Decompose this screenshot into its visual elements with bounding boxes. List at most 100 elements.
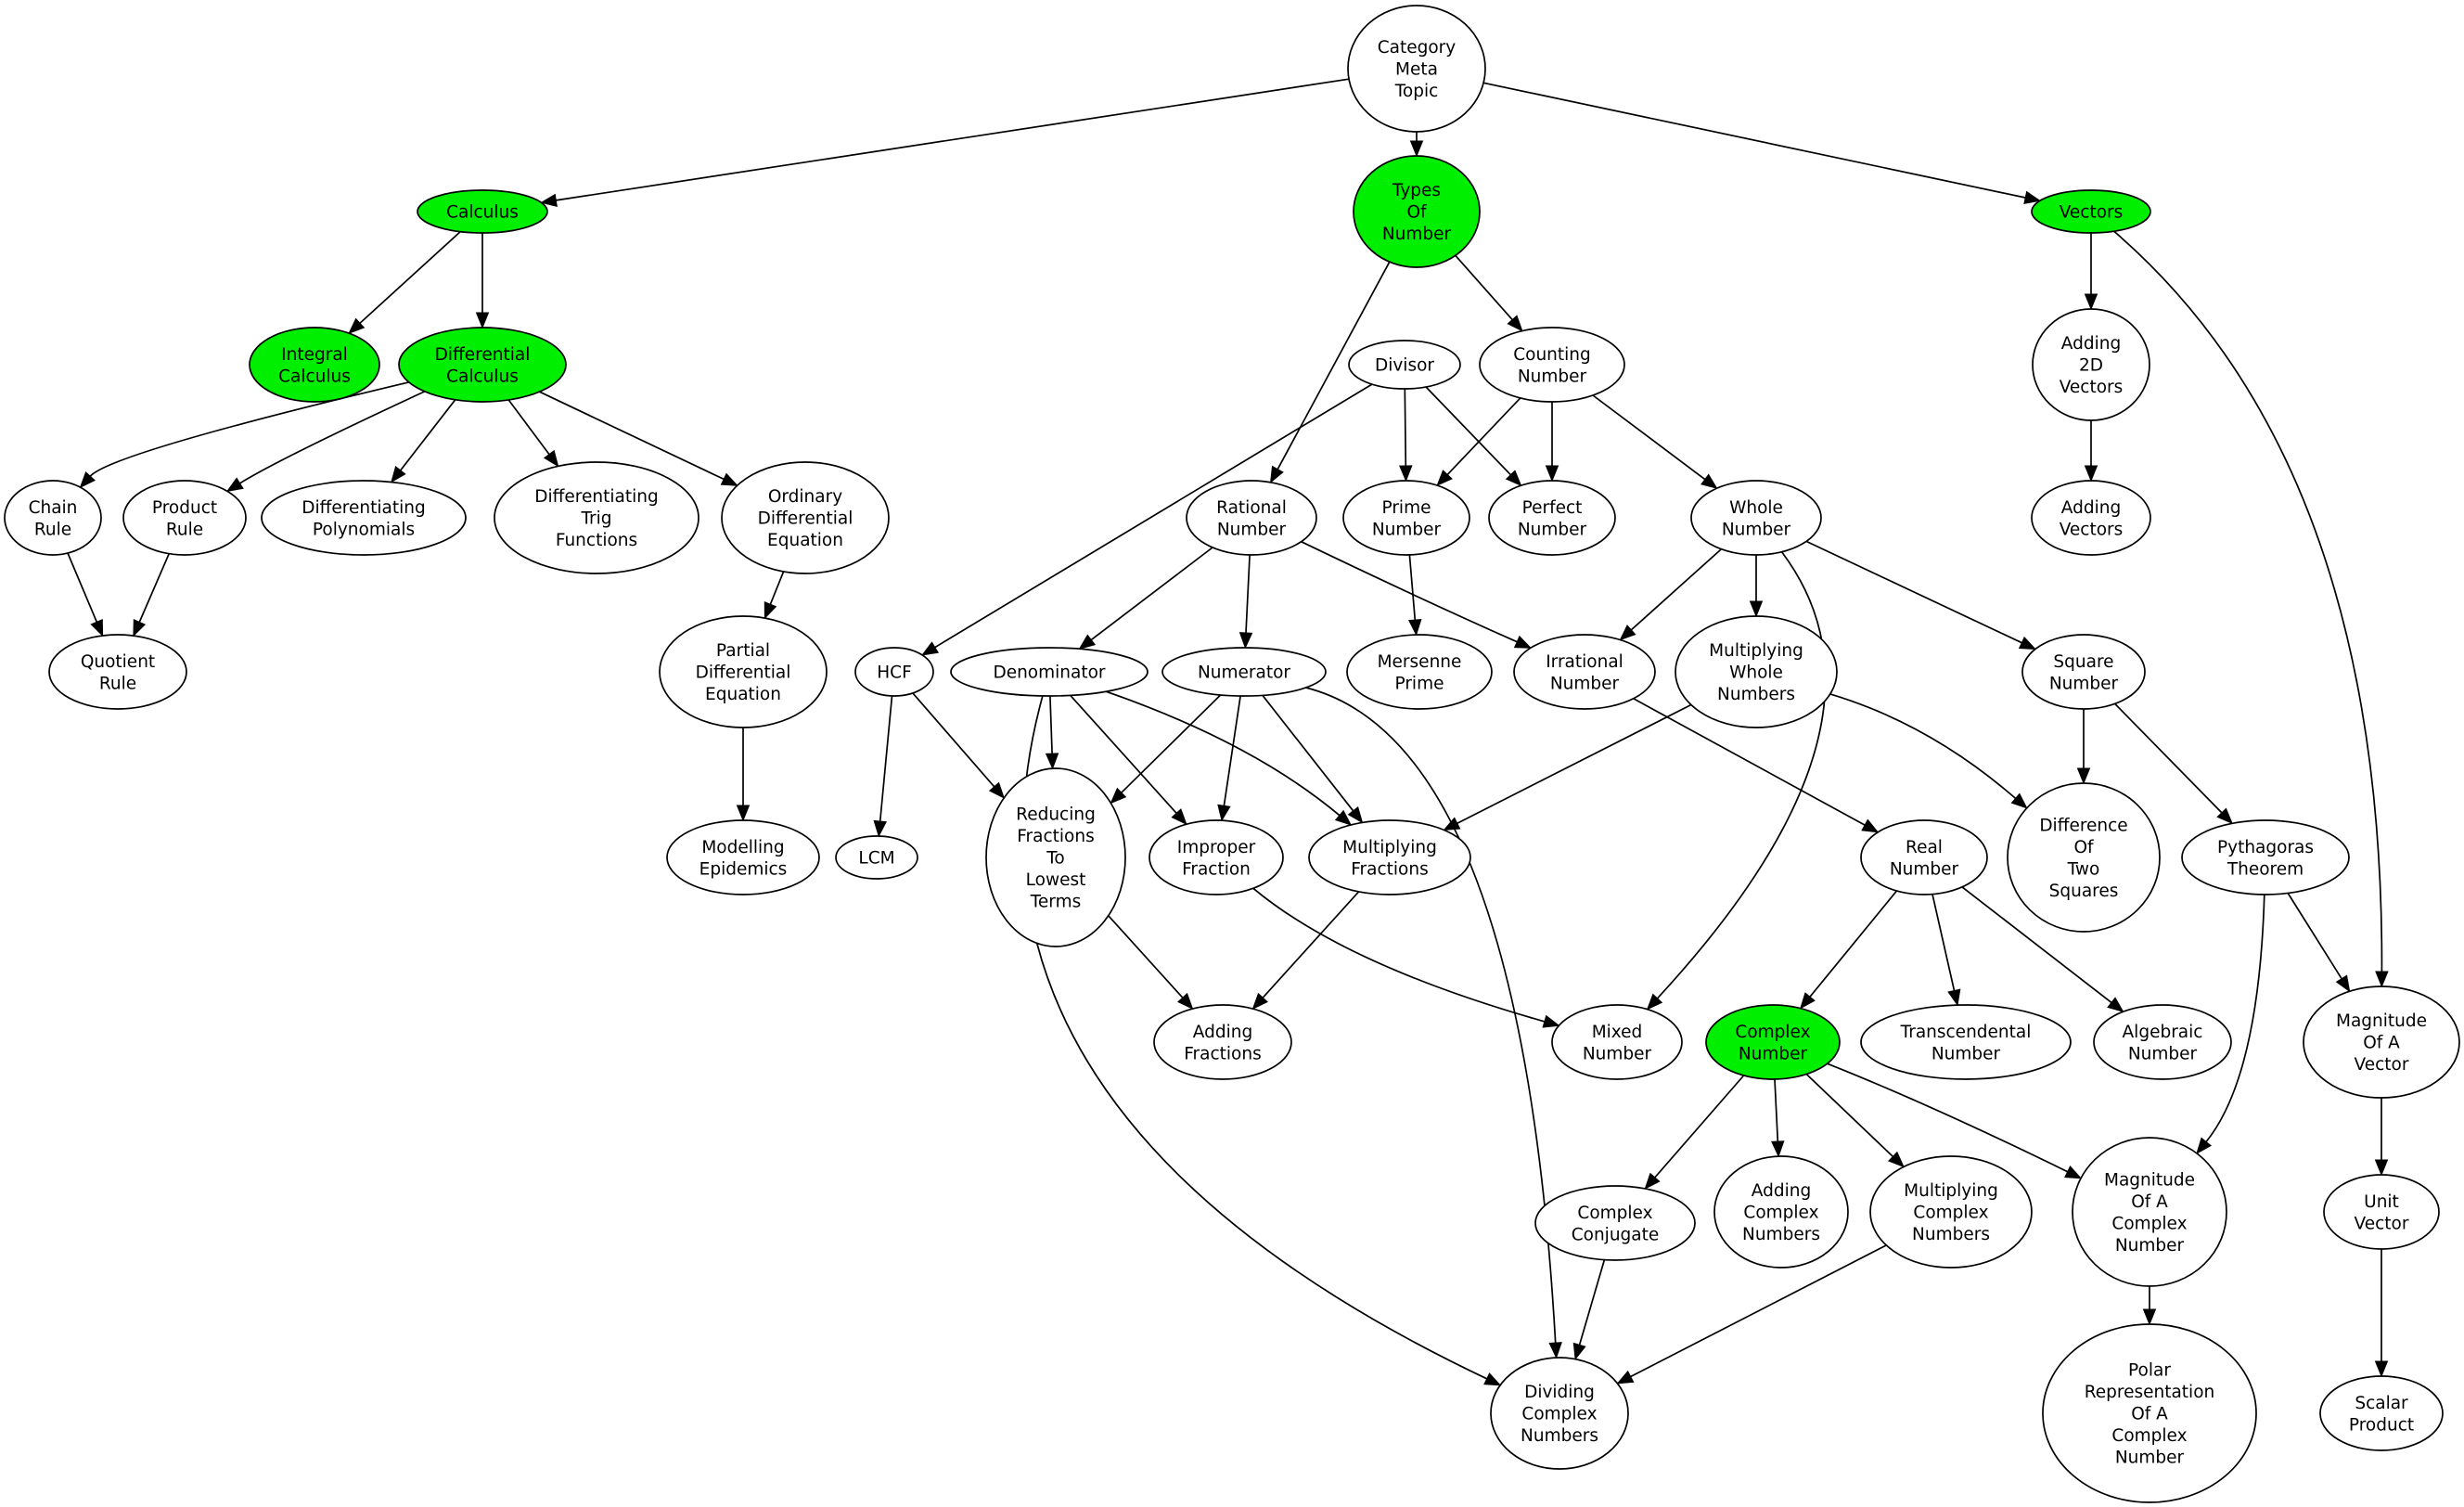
arrowhead-icon [2018,636,2037,650]
edge-category-meta-topic-to-types-of-number [1409,132,1424,158]
edge-line [1805,540,2022,644]
arrowhead-icon [1616,1370,1635,1385]
edge-line [539,391,725,481]
node-ellipse [2021,634,2146,710]
edge-line [1049,695,1053,754]
arrowhead-icon [1505,470,1522,487]
edge-category-meta-topic-to-vectors [1482,82,2042,205]
arrowhead-icon [1483,1372,1502,1386]
edge-ordinary-differential-equation-to-partial-differential-equation [764,571,785,620]
arrowhead-icon [2216,807,2234,825]
edge-differential-calculus-to-differentiating-trig-functions [507,399,559,468]
arrowhead-icon [1548,1342,1562,1359]
node-ellipse [4,480,102,556]
edge-line [1630,548,1722,631]
edge-line [2114,702,2223,814]
arrowhead-icon [391,466,406,483]
node-ellipse [1308,819,1471,895]
edge-line [2205,894,2265,1142]
arrowhead-icon [1507,315,1523,332]
edge-denominator-to-reducing-fractions [1045,695,1059,770]
arrowhead-icon [1619,625,1636,641]
edge-line [1633,698,1866,826]
edge-real-number-to-complex-number [1799,890,1898,1010]
edge-line [1931,894,1956,991]
edge-line [1656,551,1827,999]
node-ellipse [835,835,918,880]
edge-numerator-to-improper-fraction [1217,695,1241,822]
edge-line [1805,1073,1893,1158]
arrowhead-icon [1436,470,1453,487]
edge-whole-number-to-multiplying-whole-numbers [1749,555,1764,618]
arrowhead-icon [1177,992,1194,1011]
arrowhead-icon [1347,805,1364,824]
node-denominator: Denominator [950,647,1149,697]
arrowhead-icon [1572,1342,1586,1360]
edge-multiplying-complex-numbers-to-dividing-complex-numbers [1616,1244,1887,1385]
edge-line [1408,554,1417,621]
edge-line [1262,891,1360,998]
edge-hcf-to-reducing-fractions [912,692,1006,799]
node-label: Divisor [1375,356,1434,376]
arrowhead-icon [1045,753,1059,770]
arrowhead-icon [2375,971,2389,988]
edge-line [1457,703,1692,824]
edge-improper-fraction-to-mixed-number [1252,887,1560,1028]
node-ellipse [1348,340,1461,390]
edge-complex-number-to-complex-conjugate [1644,1075,1745,1190]
edge-whole-number-to-mixed-number [1646,551,1827,1011]
node-ellipse [1479,327,1625,403]
node-ellipse [666,819,820,895]
edge-partial-differential-equation-to-modelling-epidemics [736,728,751,822]
edge-line [1654,1075,1745,1179]
arrowhead-icon [1408,618,1422,637]
edge-rational-number-to-denominator [1078,547,1213,650]
edge-line [138,553,170,623]
edge-line [1105,690,1341,817]
edge-reducing-fractions-to-adding-fractions [1108,915,1194,1011]
arrowhead-icon [1078,634,1097,650]
node-ellipse [950,647,1149,697]
edge-differential-calculus-to-differentiating-polynomials [391,399,456,483]
node-ellipse [1675,615,1838,728]
node-ellipse [417,189,548,234]
node-ellipse [1690,480,1822,556]
arrowhead-icon [2076,767,2091,785]
edge-line [1446,397,1521,476]
edge-line [359,230,461,324]
edge-hcf-to-lcm [873,695,893,838]
node-ellipse [1534,1185,1696,1261]
node-ellipse [1149,819,1284,895]
edge-irrational-number-to-real-number [1633,698,1880,833]
edge-complex-number-to-adding-complex-numbers [1771,1078,1785,1158]
node-ellipse [249,327,380,403]
edge-multiplying-whole-numbers-to-multiplying-fractions [1443,703,1692,831]
